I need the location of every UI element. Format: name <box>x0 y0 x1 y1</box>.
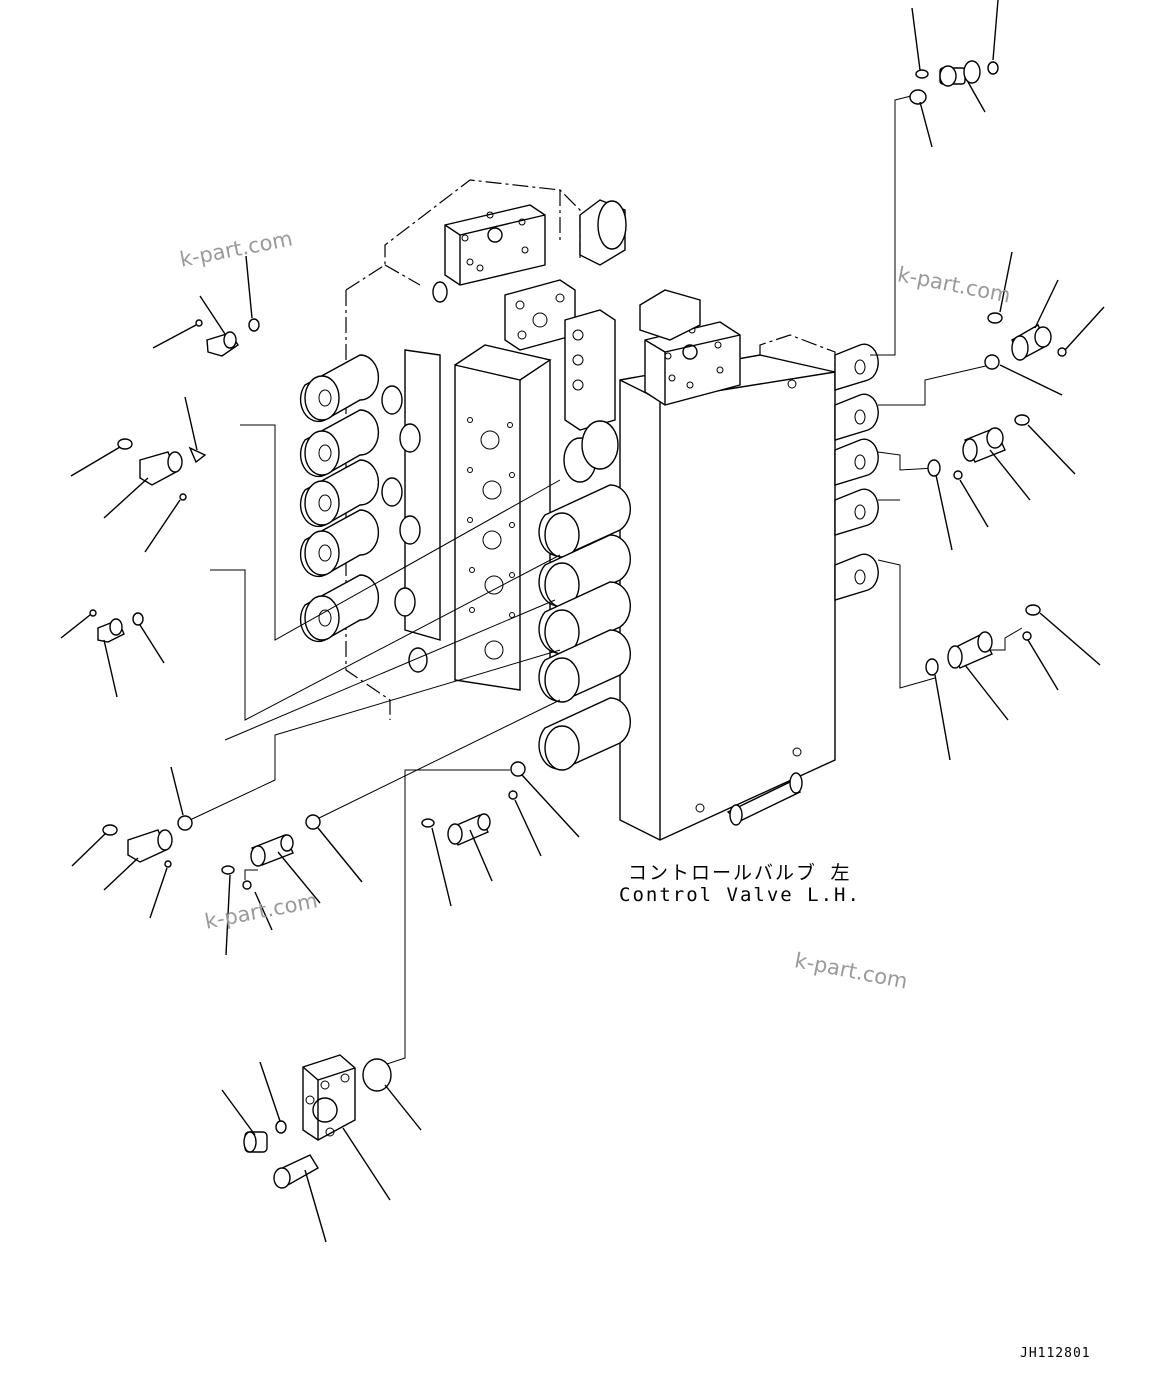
tee-fitting-left-2 <box>71 766 193 919</box>
valve-cartridge-left <box>221 814 363 956</box>
fitting-group-right-3 <box>925 604 1101 761</box>
right-spool-caps <box>538 420 631 771</box>
fitting-group-top-right <box>909 0 999 148</box>
valve-cartridge-center <box>421 761 580 907</box>
drawing-code: JH112801 <box>1020 1346 1091 1361</box>
control-valve-body <box>299 179 879 841</box>
left-spool-caps <box>299 281 448 673</box>
fitting-group-right-2 <box>927 414 1076 551</box>
elbow-fitting-left-1 <box>152 255 260 357</box>
connection-lines <box>189 94 1023 1069</box>
fitting-group-right-1 <box>984 251 1105 396</box>
tee-fitting-left-1 <box>70 396 207 553</box>
right-side-cylinders <box>834 343 879 601</box>
caption-english: Control Valve L.H. <box>619 884 861 906</box>
caption-japanese: コントロールバルブ 左 <box>628 862 852 884</box>
elbow-fitting-left-2 <box>60 609 165 698</box>
flange-block-bottom <box>221 1054 422 1243</box>
